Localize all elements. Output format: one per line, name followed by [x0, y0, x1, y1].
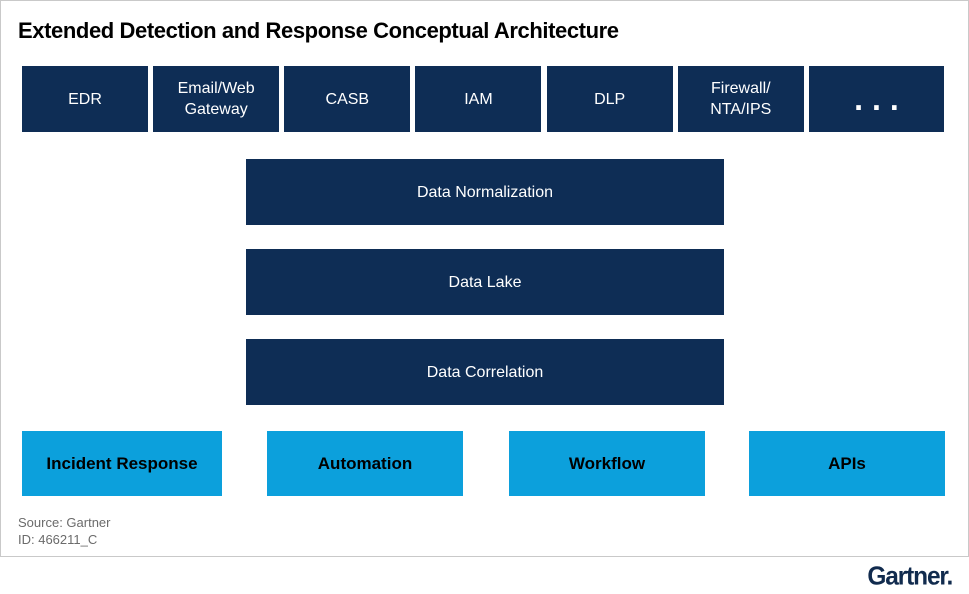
source-box-label: DLP	[594, 90, 626, 108]
capability-box-label: Automation	[317, 453, 413, 473]
capability-box-label: Workflow	[568, 453, 646, 473]
source-box-more: ...	[808, 66, 944, 132]
source-box-label: NTA/IPS	[710, 101, 772, 118]
source-box-label: IAM	[464, 90, 493, 108]
pipeline-box-data-correlation: Data Correlation	[246, 339, 724, 405]
pipeline-box-data-normalization: Data Normalization	[246, 159, 724, 225]
source-box-iam: IAM	[415, 66, 542, 132]
source-box-label: Firewall/	[711, 80, 771, 97]
figure-canvas: Extended Detection and Response Conceptu…	[0, 0, 969, 557]
source-box-dlp: DLP	[546, 66, 673, 132]
footer-strip: Gartner.	[0, 557, 969, 594]
capability-box-label: APIs	[828, 453, 866, 473]
capability-box-apis: APIs	[749, 431, 945, 496]
source-box-label: CASB	[325, 90, 370, 108]
capability-box-automation: Automation	[267, 431, 463, 496]
pipeline-box-label: Data Correlation	[426, 363, 544, 381]
figure-title: Extended Detection and Response Conceptu…	[18, 18, 619, 43]
source-box-firewall-nta-ips: Firewall/ NTA/IPS	[677, 66, 804, 132]
figure-id-line: ID: 466211_C	[18, 532, 98, 547]
source-box-label: Email/Web	[177, 80, 255, 97]
capability-box-workflow: Workflow	[509, 431, 705, 496]
source-line: Source: Gartner	[18, 515, 111, 530]
ellipsis-label: ...	[854, 81, 908, 117]
source-box-edr: EDR	[22, 66, 148, 132]
pipeline-box-data-lake: Data Lake	[246, 249, 724, 315]
source-box-casb: CASB	[284, 66, 411, 132]
pipeline-box-label: Data Lake	[448, 273, 522, 291]
source-attribution: Source: Gartner ID: 466211_C	[18, 514, 111, 548]
gartner-logo: Gartner.	[867, 560, 953, 590]
pipeline-box-label: Data Normalization	[416, 183, 554, 201]
source-box-label: Gateway	[184, 101, 248, 118]
telemetry-sources-row: EDR Email/Web Gateway CASB IAM DLP Firew…	[22, 66, 944, 132]
source-box-label: EDR	[68, 90, 102, 108]
source-box-email-web-gateway: Email/Web Gateway	[153, 66, 280, 132]
capability-box-label: Incident Response	[46, 453, 198, 473]
capability-box-incident-response: Incident Response	[22, 431, 222, 496]
